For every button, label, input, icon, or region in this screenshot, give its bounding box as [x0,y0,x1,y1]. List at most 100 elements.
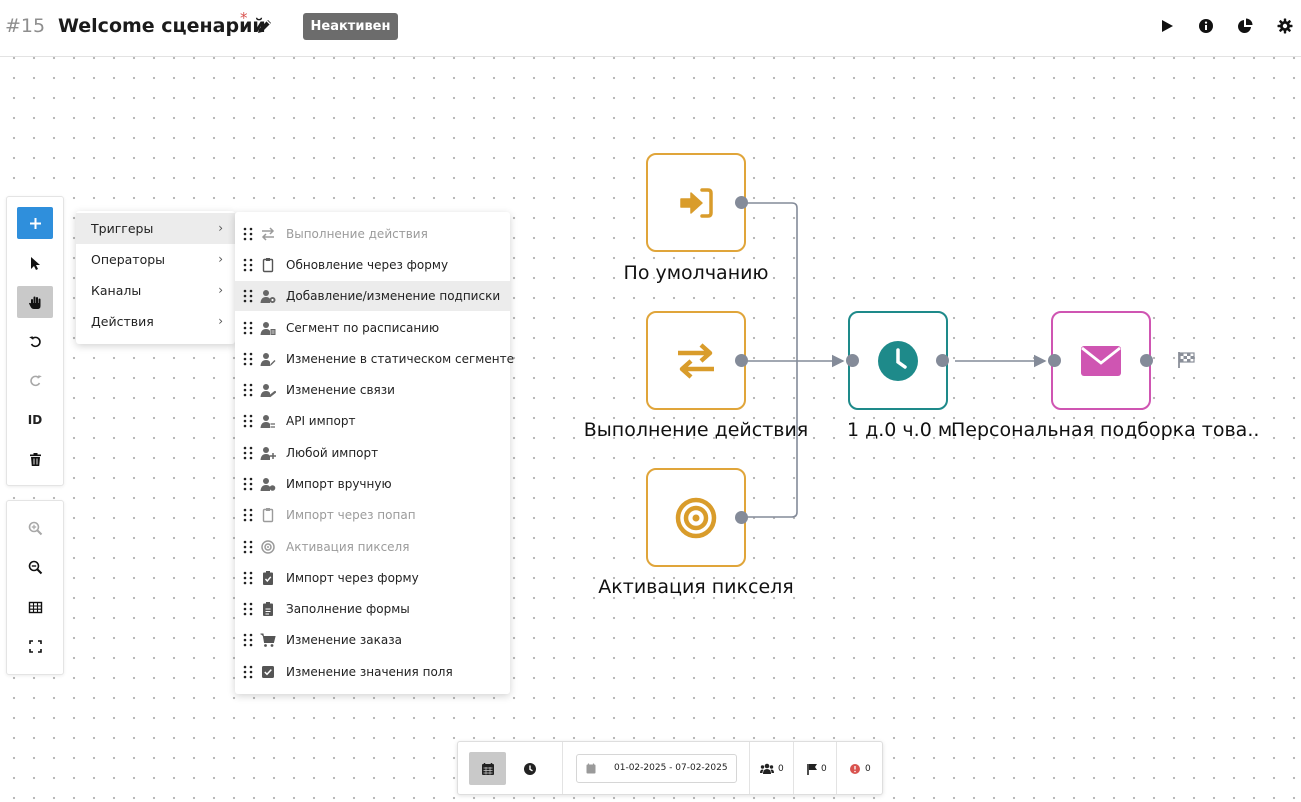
menu-category-actions[interactable]: Действия › [76,306,235,337]
flag-icon [807,764,817,775]
drag-handle-icon[interactable] [243,508,253,522]
trigger-item[interactable]: Обновление через форму [235,250,510,280]
error-icon [850,764,860,774]
trigger-node-default[interactable] [646,153,746,252]
node-output-port[interactable] [735,354,748,367]
block-category-menu: Триггеры › Операторы › Каналы › Действия… [76,211,235,344]
drag-handle-icon[interactable] [243,258,253,272]
node-label: Персональная подборка това.. [951,419,1260,441]
user-edit-icon [260,353,276,366]
trigger-item[interactable]: Добавление/изменение подписки [235,281,510,311]
target-icon [261,540,275,554]
clock-icon [878,340,918,381]
drag-handle-icon[interactable] [243,289,253,303]
envelope-icon [1081,345,1121,376]
email-channel-node[interactable] [1051,311,1151,410]
grid-icon [28,601,42,613]
zoom-out-button[interactable] [17,551,53,583]
sign-in-icon [680,187,713,218]
menu-category-channels[interactable]: Каналы › [76,275,235,306]
timer-node[interactable] [848,311,948,410]
trigger-label: Импорт вручную [286,477,392,491]
drag-handle-icon[interactable] [243,602,253,616]
gear-icon[interactable] [1277,18,1293,34]
menu-category-label: Каналы [91,283,142,298]
user-api-icon [260,415,275,428]
trigger-item[interactable]: Импорт через попап [235,500,510,530]
trigger-label: Изменение заказа [286,633,402,647]
id-toggle-button[interactable]: ID [17,404,53,436]
date-range-field[interactable]: 01-02-2025 - 07-02-2025 [576,754,737,783]
drag-handle-icon[interactable] [243,665,253,679]
node-output-port[interactable] [936,354,949,367]
user-plus-icon [260,447,276,460]
play-icon[interactable] [1159,18,1175,34]
node-output-port[interactable] [1140,354,1153,367]
trigger-label: Заполнение формы [286,602,410,616]
drag-handle-icon[interactable] [243,321,253,335]
trigger-item[interactable]: Изменение в статическом сегменте [235,344,514,374]
divider [562,742,563,794]
chart-pie-icon[interactable] [1237,18,1253,34]
trigger-label: Активация пикселя [286,540,410,554]
unsaved-mark: * [240,9,248,27]
checkbox-icon [262,666,274,678]
select-tool-button[interactable] [17,247,53,279]
add-block-button[interactable] [17,207,53,239]
scenario-id: #15 [5,15,46,37]
menu-category-operators[interactable]: Операторы › [76,244,235,275]
redo-button[interactable] [17,364,53,396]
drag-handle-icon[interactable] [243,414,253,428]
clipboard-icon [262,258,274,273]
menu-category-triggers[interactable]: Триггеры › [76,213,235,244]
node-output-port[interactable] [735,196,748,209]
trigger-item[interactable]: Любой импорт [235,438,510,468]
calendar-mode-button[interactable] [469,752,506,785]
date-range-value: 01-02-2025 - 07-02-2025 [614,763,728,773]
drag-handle-icon[interactable] [243,227,253,241]
time-mode-button[interactable] [511,752,548,785]
calendar-icon [481,762,494,775]
status-badge[interactable]: Неактивен [303,13,398,40]
node-input-port[interactable] [1048,354,1061,367]
drag-handle-icon[interactable] [243,540,253,554]
trigger-label: Изменение связи [286,383,395,397]
stat-value: 0 [865,764,871,774]
trigger-item[interactable]: Импорт вручную [235,469,510,499]
node-input-port[interactable] [846,354,859,367]
undo-button[interactable] [17,325,53,357]
grid-button[interactable] [17,591,53,623]
node-output-port[interactable] [735,511,748,524]
trigger-item[interactable]: Изменение значения поля [235,657,510,687]
zoom-in-button[interactable] [17,512,53,544]
clipboard-check-icon [263,571,273,585]
trigger-label: Добавление/изменение подписки [286,289,501,303]
connector-line [747,202,798,518]
trigger-item[interactable]: Импорт через форму [235,563,510,593]
drag-handle-icon[interactable] [243,383,253,397]
trigger-item[interactable]: Активация пикселя [235,532,510,562]
info-icon[interactable] [1198,18,1214,34]
clock-icon [523,762,536,775]
pan-tool-button[interactable] [17,286,53,318]
trigger-item[interactable]: Заполнение формы [235,594,510,624]
plus-icon [29,217,41,229]
drag-handle-icon[interactable] [243,352,253,366]
users-icon [760,763,774,774]
trigger-node-pixel[interactable] [646,468,746,567]
trigger-item[interactable]: Изменение связи [235,375,510,405]
delete-button[interactable] [17,443,53,475]
pencil-icon[interactable] [256,17,274,35]
trigger-item[interactable]: API импорт [235,406,510,436]
fullscreen-button[interactable] [17,630,53,662]
zoom-in-icon [28,521,42,535]
arrows-exchange-icon [678,342,714,379]
trigger-item[interactable]: Изменение заказа [235,625,510,655]
trigger-node-action[interactable] [646,311,746,410]
trigger-item[interactable]: Сегмент по расписанию [235,313,510,343]
drag-handle-icon[interactable] [243,633,253,647]
drag-handle-icon[interactable] [243,446,253,460]
trigger-item[interactable]: Выполнение действия [235,219,510,249]
drag-handle-icon[interactable] [243,571,253,585]
drag-handle-icon[interactable] [243,477,253,491]
